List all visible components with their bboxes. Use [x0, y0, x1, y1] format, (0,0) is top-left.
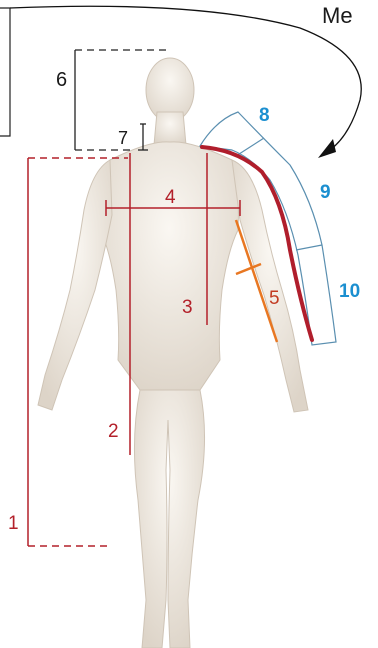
label-4: 4 [165, 187, 176, 208]
label-6: 6 [56, 69, 67, 91]
label-8: 8 [259, 105, 270, 126]
label-9: 9 [320, 182, 331, 203]
label-2: 2 [108, 421, 119, 442]
human-figure [38, 58, 308, 648]
label-7: 7 [118, 128, 128, 148]
label-5: 5 [269, 288, 280, 309]
arrow-head-icon [318, 139, 336, 158]
title-fragment: Me [322, 3, 353, 28]
label-1: 1 [8, 513, 19, 534]
label-3: 3 [182, 297, 193, 318]
side-box-frame [0, 8, 10, 136]
label-10: 10 [339, 281, 360, 302]
